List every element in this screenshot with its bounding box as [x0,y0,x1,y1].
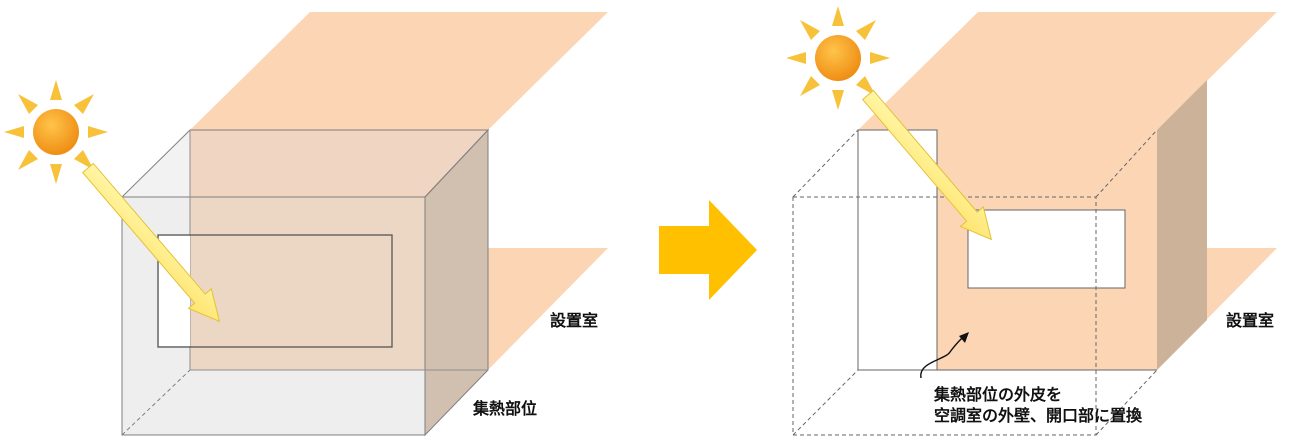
left-collector-hidden-edge [121,369,191,436]
left-room-ceiling [190,12,608,130]
right-room-label: 設置室 [1226,311,1275,330]
right-note-line2: 空調室の外壁、開口部に置換 [934,406,1143,425]
left-room-label: 設置室 [550,311,599,330]
left-window-opening [157,234,393,348]
left-collector-top [120,129,490,198]
left-room-back-wall [190,130,488,370]
right-removed-collector [792,129,1158,436]
sunbeam-arrow-icon [861,89,993,241]
right-arrow-icon [659,200,757,300]
sun-icon [4,80,108,184]
right-diagram [786,6,1277,436]
right-room-ceiling [858,12,1277,130]
left-room-side-wall [425,130,488,435]
right-window-opening [967,209,1126,289]
right-note-line1: 集熱部位の外皮を [934,385,1063,404]
left-collector-label: 集熱部位 [473,399,538,418]
sunbeam-arrow-icon [81,162,221,323]
left-diagram [4,12,608,436]
right-room-side-wall [1157,80,1207,370]
curved-pointer-icon [920,336,964,379]
curved-pointer-head [959,332,969,343]
sun-icon [786,6,890,110]
